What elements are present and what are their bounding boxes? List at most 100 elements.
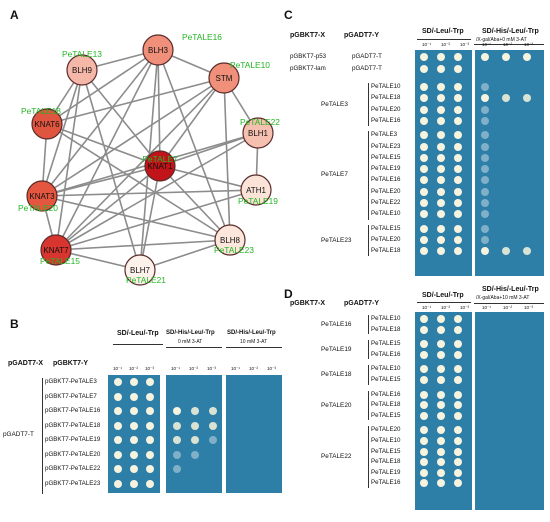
yeast-spot: [454, 235, 462, 244]
yeast-spot: [130, 436, 138, 444]
c-control-x: pGBKT7-lam: [290, 65, 326, 72]
yeast-spot: [114, 407, 122, 415]
yeast-spot: [454, 458, 462, 467]
network-edge: [46, 77, 225, 125]
network-node-alias: PeTALE15: [40, 256, 80, 266]
network-edge: [55, 49, 159, 251]
yeast-spot: [481, 247, 489, 256]
c-row-label: PeTALE16: [371, 116, 401, 124]
yeast-spot: [481, 235, 489, 244]
d-group-bracket: [368, 340, 369, 360]
yeast-spot: [191, 450, 199, 459]
yeast-spot: [454, 390, 462, 399]
yeast-spot: [146, 421, 154, 430]
network-node: [124, 254, 156, 286]
yeast-spot: [454, 210, 462, 219]
yeast-spot: [420, 65, 428, 73]
c-group-bracket: [368, 83, 369, 127]
dilution-label: 10⁻²: [189, 366, 199, 371]
dilution-label: 10⁻²: [503, 42, 513, 47]
yeast-spot: [420, 176, 428, 185]
d-group-bracket: [368, 365, 369, 385]
yeast-spot: [209, 436, 217, 444]
yeast-spot: [454, 325, 462, 334]
d-row-label: PeTALE16: [371, 479, 401, 487]
network-node-alias: PeTALE7: [142, 154, 178, 164]
yeast-spot: [502, 94, 510, 103]
interaction-network: BLH3PeTALE16BLH9PeTALE13STMPeTALE10KNAT6…: [18, 32, 280, 286]
dilution-label: 10⁻¹: [422, 305, 432, 310]
d-row-label: PeTALE18: [371, 458, 401, 466]
yeast-spot: [420, 376, 428, 384]
yeast-spot: [523, 247, 531, 256]
d-group-label: PeTALE20: [321, 401, 352, 409]
c-row-label: PeTALE22: [371, 199, 401, 206]
network-edge: [41, 49, 159, 197]
network-node-alias: PeTALE13: [62, 49, 102, 59]
c-row-label: PeTALE18: [371, 94, 401, 102]
network-edge: [55, 69, 83, 251]
yeast-spot: [420, 235, 428, 244]
d-media-1: SD/-Leu/-Trp: [422, 292, 464, 299]
d-row-label: PeTALE15: [371, 411, 401, 419]
network-edge: [81, 69, 141, 271]
network-node-alias: PeTALE20: [18, 203, 58, 213]
panel-d: pGBKT7-X pGADT7-Y SD/-Leu/-Trp SD/-His/-…: [284, 286, 550, 522]
b-media-2-rule: [166, 347, 222, 348]
panel-label-d: D: [284, 287, 293, 301]
c-col-x: pGBKT7-X: [290, 32, 325, 39]
yeast-spot: [173, 465, 181, 473]
b-media-3-rule: [226, 347, 282, 348]
c-group-label: PeTALE3: [321, 100, 348, 108]
network-node-alias: PeTALE18: [21, 106, 61, 116]
yeast-spot: [420, 105, 428, 114]
network-edge: [55, 189, 257, 251]
yeast-spot: [437, 458, 445, 467]
yeast-spot: [130, 450, 138, 459]
c-group-label: PeTALE23: [321, 236, 352, 244]
yeast-spot: [209, 421, 217, 430]
yeast-spot: [437, 390, 445, 399]
network-edge: [139, 239, 231, 271]
yeast-spot: [437, 401, 445, 410]
yeast-spot: [130, 479, 138, 488]
d-row-label: PeTALE10: [371, 315, 401, 322]
c-media-1-rule: [417, 39, 471, 40]
yeast-spot: [114, 450, 122, 459]
c-media-1: SD/-Leu/-Trp: [422, 28, 464, 35]
yeast-spot: [454, 479, 462, 488]
network-node: [240, 174, 272, 206]
yeast-spot: [454, 315, 462, 323]
yeast-spot: [191, 421, 199, 430]
c-plate-1: [415, 50, 472, 276]
yeast-spot: [437, 65, 445, 73]
network-edge: [55, 239, 231, 251]
network-edge: [55, 132, 259, 251]
yeast-spot: [454, 340, 462, 349]
network-node-label: BLH8: [220, 236, 241, 245]
yeast-spot: [191, 407, 199, 415]
network-node: [31, 108, 63, 140]
yeast-spot: [420, 325, 428, 334]
network-edge: [157, 49, 231, 241]
yeast-spot: [481, 116, 489, 125]
yeast-spot: [481, 83, 489, 91]
c-row-label: PeTALE18: [371, 247, 401, 255]
c-row-label: PeTALE23: [371, 142, 401, 150]
d-group-bracket: [368, 315, 369, 335]
network-node-alias: PeTALE23: [214, 245, 254, 255]
yeast-spot: [437, 210, 445, 219]
yeast-spot: [481, 142, 489, 151]
yeast-spot: [420, 401, 428, 410]
c-row-label: PeTALE20: [371, 235, 401, 243]
network-node-label: BLH3: [148, 46, 169, 55]
network-node-label: BLH7: [130, 266, 151, 275]
network-node-label: ATH1: [246, 186, 266, 195]
yeast-spot: [114, 378, 122, 386]
panel-label-b: B: [10, 317, 19, 331]
yeast-spot: [454, 105, 462, 114]
network-edge: [46, 49, 159, 125]
yeast-spot: [454, 199, 462, 207]
yeast-spot: [420, 131, 428, 140]
yeast-spot: [437, 350, 445, 359]
